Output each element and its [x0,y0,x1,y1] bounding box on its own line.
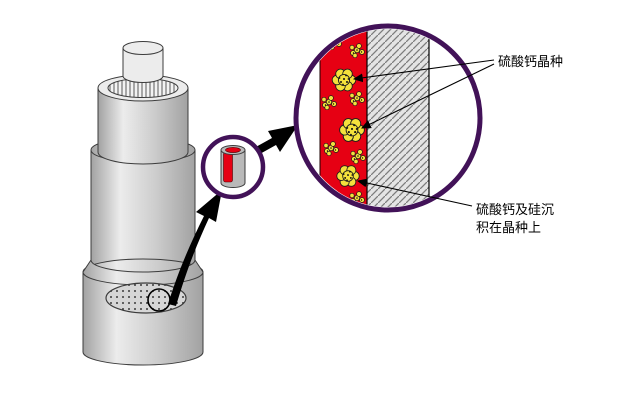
device-cap-top [122,41,164,55]
sample-tube-bore [225,147,241,153]
tube-sheet-window [105,282,187,314]
device-cap-body [122,47,164,83]
label-deposit: 硫酸钙及硅沉 积在晶种上 [476,203,558,236]
leader-line-3 [356,178,473,207]
crystal-2 [339,118,365,142]
sample-tube-lens [200,134,266,200]
sample-tube-scale [223,151,233,183]
pipe-wall-hatch [366,29,430,207]
crystal-1 [331,68,357,92]
zoom-arrow-2 [254,125,298,155]
magnified-view [293,23,483,213]
zoom-arrow-1 [168,190,222,306]
leader-line-1 [352,59,495,83]
device-step [82,258,204,286]
label-seed: 硫酸钙晶种 [498,55,563,70]
device-shell-body [90,149,196,275]
crystal-3 [336,165,360,187]
leader-line-2 [361,63,495,129]
label-deposit-line2: 积在晶种上 [476,221,541,236]
label-deposit-line1: 硫酸钙及硅沉 [476,203,554,218]
device-column [82,41,204,366]
tube-bundle-body [97,87,189,165]
